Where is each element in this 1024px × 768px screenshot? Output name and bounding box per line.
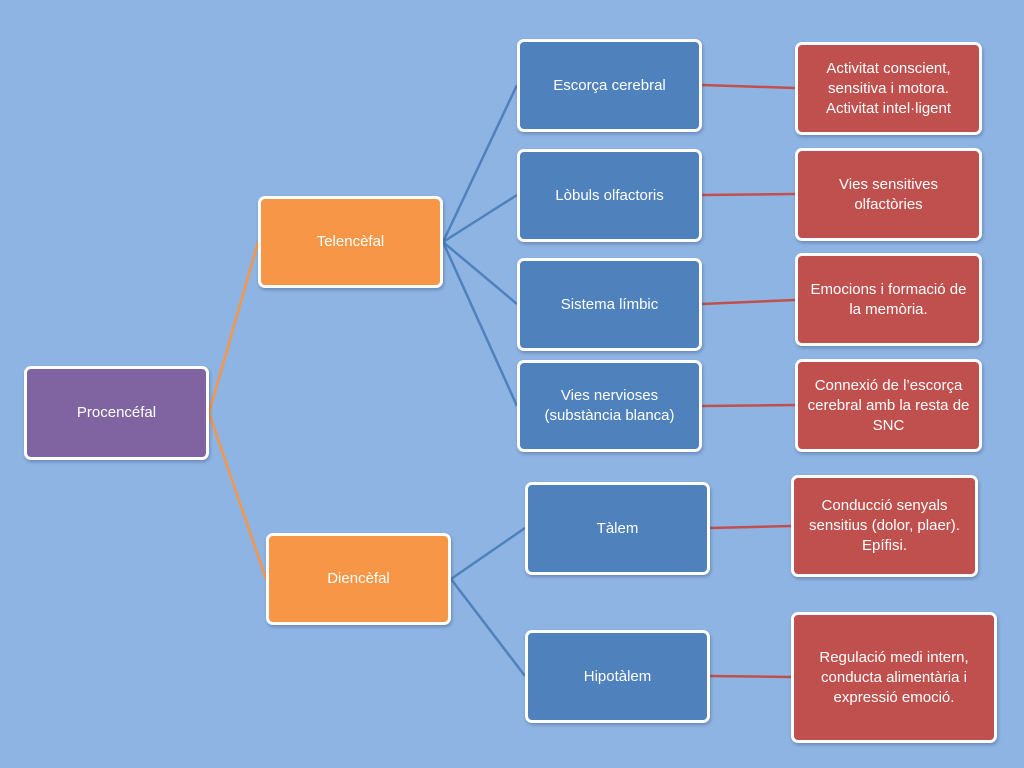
node-hipotalem[interactable]: Hipotàlem [525,630,710,723]
detail-lobuls-olfactoris[interactable]: Vies sensitives olfactòries [795,148,982,241]
connector-root-diencefal [207,412,268,580]
connector-telencefal-limbic [442,241,518,305]
node-talem[interactable]: Tàlem [525,482,710,575]
node-diencefal[interactable]: Diencèfal [266,533,451,625]
detail-escorca-cerebral[interactable]: Activitat conscient, sensitiva i motora.… [795,42,982,135]
detail-vies-nervioses[interactable]: Connexió de l’escorça cerebral amb la re… [795,359,982,452]
connector-limbic-detail [701,298,796,306]
node-telencefal[interactable]: Telencèfal [258,196,443,288]
connector-telencefal-vies [441,241,519,407]
connector-telencefal-escorca [441,84,519,243]
connector-lobuls-detail [701,192,796,197]
detail-hipotalem[interactable]: Regulació medi intern, conducta alimentà… [791,612,997,743]
connector-escorca-detail [701,83,796,90]
connector-talem-detail [709,524,792,530]
node-sistema-limbic[interactable]: Sistema límbic [517,258,702,351]
connector-root-telencefal [207,241,260,414]
node-escorca-cerebral[interactable]: Escorça cerebral [517,39,702,132]
connector-diencefal-hipotalem [450,578,526,677]
node-procencefal[interactable]: Procencéfal [24,366,209,460]
node-lobuls-olfactoris[interactable]: Lòbuls olfactoris [517,149,702,242]
connector-telencefal-lobuls [442,193,518,244]
connector-hipotalem-detail [709,674,792,679]
detail-sistema-limbic[interactable]: Emocions i formació de la memòria. [795,253,982,346]
detail-talem[interactable]: Conducció senyals sensitius (dolor, plae… [791,475,978,577]
connector-vies-detail [701,403,796,408]
connector-diencefal-talem [450,526,526,581]
node-vies-nervioses[interactable]: Vies nervioses (substància blanca) [517,360,702,452]
